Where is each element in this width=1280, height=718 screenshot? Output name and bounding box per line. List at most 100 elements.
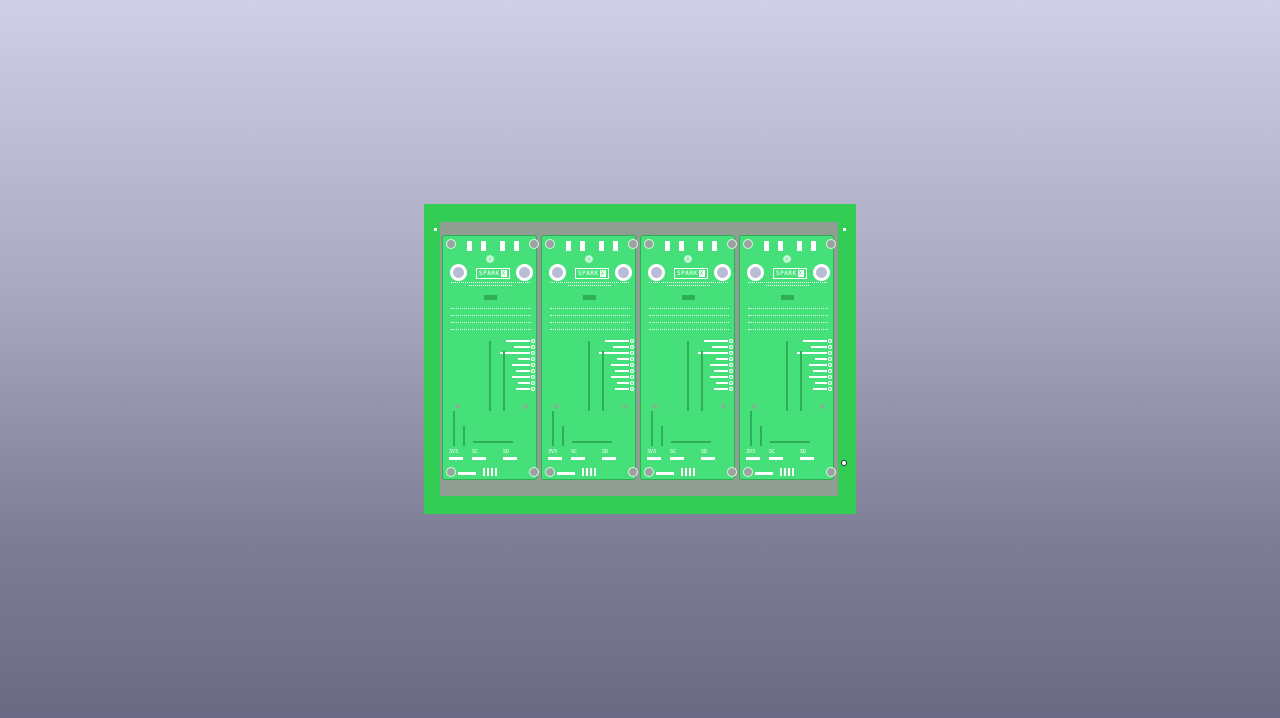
header-silk bbox=[518, 382, 530, 384]
copper-trace bbox=[701, 351, 703, 411]
silkscreen-info-line bbox=[649, 329, 729, 331]
copper-trace bbox=[572, 441, 612, 443]
mounting-hole bbox=[826, 239, 836, 249]
smd-pad bbox=[701, 457, 715, 460]
copper-trace bbox=[453, 411, 455, 446]
silkscreen-info-line bbox=[451, 329, 531, 331]
edge-pad bbox=[712, 241, 717, 251]
header-pin bbox=[729, 357, 733, 361]
edge-pin bbox=[784, 468, 786, 476]
header-pin bbox=[828, 363, 832, 367]
mounting-hole bbox=[644, 239, 654, 249]
mounting-hole bbox=[727, 239, 737, 249]
edge-pad bbox=[599, 241, 604, 251]
edge-pad bbox=[580, 241, 585, 251]
silkscreen-info-line bbox=[451, 322, 531, 324]
silkscreen-label: 3V3 bbox=[449, 449, 459, 455]
header-silk bbox=[815, 358, 827, 360]
header-silk bbox=[704, 340, 728, 342]
header-silk bbox=[809, 376, 827, 378]
smd-pad bbox=[755, 472, 773, 475]
sparkfun-flame-icon: ❁ bbox=[485, 253, 495, 266]
header-silk bbox=[611, 376, 629, 378]
copper-trace bbox=[473, 441, 513, 443]
smd-pad bbox=[571, 457, 585, 460]
smd-pad bbox=[746, 457, 760, 460]
smd-pad bbox=[557, 472, 575, 475]
copper-trace bbox=[800, 351, 802, 411]
silkscreen-info-line bbox=[550, 315, 630, 317]
via bbox=[554, 404, 559, 409]
panel-corner-marker bbox=[843, 228, 846, 231]
header-silk bbox=[617, 382, 629, 384]
silkscreen-info-line bbox=[451, 315, 531, 317]
header-pin bbox=[729, 339, 733, 343]
silkscreen-info-line bbox=[748, 315, 828, 317]
edge-pad bbox=[566, 241, 571, 251]
header-silk bbox=[516, 388, 530, 390]
copper-trace bbox=[552, 411, 554, 446]
mounting-hole bbox=[545, 239, 555, 249]
silkscreen-info-line bbox=[550, 329, 630, 331]
header-pin bbox=[729, 387, 733, 391]
silkscreen-info-line bbox=[748, 329, 828, 331]
smd-pad bbox=[472, 457, 486, 460]
silkscreen-label: 3V3 bbox=[746, 449, 756, 455]
via bbox=[455, 404, 460, 409]
via bbox=[523, 404, 528, 409]
silkscreen-label: SD bbox=[701, 449, 708, 455]
header-pin bbox=[531, 381, 535, 385]
header-silk bbox=[514, 346, 530, 348]
header-pin bbox=[630, 357, 634, 361]
header-pin bbox=[630, 363, 634, 367]
edge-pin bbox=[594, 468, 596, 476]
header-pin bbox=[828, 387, 832, 391]
mounting-hole bbox=[529, 239, 539, 249]
header-silk bbox=[615, 388, 629, 390]
mounting-hole bbox=[446, 467, 456, 477]
mounting-hole bbox=[644, 467, 654, 477]
edge-pin bbox=[685, 468, 687, 476]
silkscreen-info-line bbox=[550, 322, 630, 324]
header-silk bbox=[714, 370, 728, 372]
silkscreen-label: SC bbox=[571, 449, 578, 455]
header-silk bbox=[712, 346, 728, 348]
silkscreen-badge bbox=[682, 295, 695, 300]
standoff-hole bbox=[549, 264, 566, 281]
silkscreen-info-line bbox=[748, 322, 828, 324]
header-pin bbox=[531, 363, 535, 367]
standoff-hole bbox=[516, 264, 533, 281]
silkscreen-label: 3V3 bbox=[548, 449, 558, 455]
standoff-hole bbox=[813, 264, 830, 281]
header-pin bbox=[729, 381, 733, 385]
header-pin bbox=[531, 369, 535, 373]
mounting-hole bbox=[628, 239, 638, 249]
mounting-hole bbox=[529, 467, 539, 477]
header-pin bbox=[531, 375, 535, 379]
header-pin bbox=[531, 351, 535, 355]
copper-trace bbox=[651, 411, 653, 446]
panel-fiducial bbox=[841, 460, 847, 466]
silkscreen-label: SD bbox=[800, 449, 807, 455]
header-pin bbox=[531, 345, 535, 349]
silkscreen-info-line bbox=[451, 308, 531, 310]
copper-trace bbox=[588, 341, 590, 411]
edge-pin bbox=[689, 468, 691, 476]
header-pin bbox=[729, 345, 733, 349]
edge-pin bbox=[590, 468, 592, 476]
mounting-hole bbox=[826, 467, 836, 477]
silkscreen-title bbox=[447, 281, 534, 286]
copper-trace bbox=[760, 426, 762, 446]
edge-pin bbox=[788, 468, 790, 476]
edge-pad bbox=[514, 241, 519, 251]
smd-pad bbox=[647, 457, 661, 460]
header-silk bbox=[813, 388, 827, 390]
copper-trace bbox=[770, 441, 810, 443]
via bbox=[653, 404, 658, 409]
silkscreen-info-line bbox=[649, 308, 729, 310]
standoff-hole bbox=[714, 264, 731, 281]
